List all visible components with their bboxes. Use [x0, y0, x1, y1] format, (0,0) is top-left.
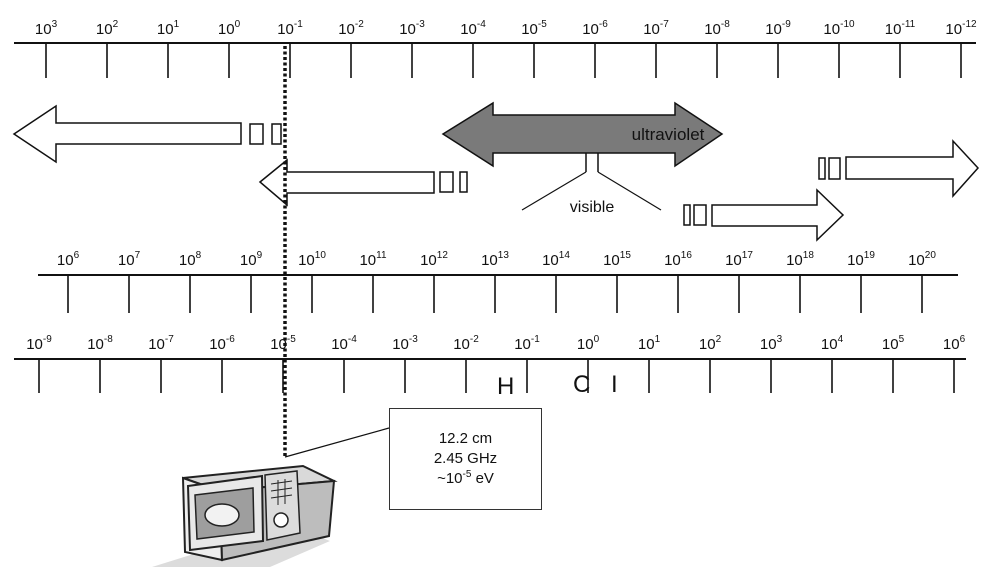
frequency-axis-tick-label: 1013	[481, 250, 509, 269]
frequency-axis-tick-label: 1015	[603, 250, 631, 269]
wavelength-axis-tick-label: 10-6	[582, 19, 608, 38]
wavelength-axis-tick-label: 102	[96, 19, 119, 38]
energy-axis-tick-label: 10-4	[331, 334, 357, 353]
callout-wavelength: 12.2 cm	[439, 429, 492, 449]
energy-axis-tick-label: 10-8	[87, 334, 113, 353]
wavelength-axis-tick-label: 10-8	[704, 19, 730, 38]
wavelength-axis-tick-label: 10-11	[885, 19, 916, 38]
frequency-axis-tick-label: 1017	[725, 250, 753, 269]
frequency-axis-tick-label: 108	[179, 250, 202, 269]
wavelength-axis-tick-label: 10-1	[277, 19, 303, 38]
ultraviolet-arrow: ultraviolet	[443, 103, 722, 166]
wavelength-axis-tick-label: 10-4	[460, 19, 486, 38]
bond-symbol-h: H	[497, 373, 514, 400]
frequency-axis: 106 107 108 109 1010 1011 1012 1013 1014 1015 1016…	[38, 250, 958, 313]
callout-energy-unit: eV	[471, 470, 494, 487]
energy-axis-tick-label: 103	[760, 334, 783, 353]
frequency-axis-tick-label: 1019	[847, 250, 875, 269]
callout-frequency: 2.45 GHz	[434, 449, 497, 469]
energy-axis: 10-9 10-8 10-7 10-6 10-5 10-4 10-3 10-2 10-1 100 1…	[14, 334, 966, 393]
wavelength-axis-tick-label: 101	[157, 19, 180, 38]
microwave-arrow	[260, 160, 467, 205]
energy-axis-tick-label: 10-2	[453, 334, 479, 353]
energy-axis-tick-label: 104	[821, 334, 844, 353]
energy-axis-tick-label: 10-5	[270, 334, 296, 353]
energy-axis-tick-label: 106	[943, 334, 966, 353]
frequency-axis-tick-label: 1012	[420, 250, 448, 269]
frequency-axis-tick-label: 1018	[786, 250, 814, 269]
bond-symbol-i: I	[611, 371, 618, 398]
visible-label: visible	[570, 199, 615, 216]
wavelength-axis-tick-label: 10-12	[945, 19, 977, 38]
wavelength-axis-tick-label: 10-2	[338, 19, 364, 38]
visible-marker: visible	[522, 153, 661, 216]
microwave-oven-icon	[152, 466, 334, 567]
wavelength-axis-tick-label: 10-9	[765, 19, 791, 38]
radio-arrow	[14, 106, 281, 162]
energy-axis-tick-label: 10-3	[392, 334, 418, 353]
callout-energy: ~10-5 eV	[437, 469, 494, 489]
energy-axis-tick-label: 105	[882, 334, 905, 353]
ultraviolet-label: ultraviolet	[632, 125, 705, 144]
wavelength-axis-tick-label: 100	[218, 19, 241, 38]
frequency-axis-tick-label: 1011	[359, 250, 387, 269]
wavelength-axis-tick-label: 10-10	[823, 19, 855, 38]
wavelength-axis-tick-label: 103	[35, 19, 58, 38]
frequency-axis-tick-label: 1010	[298, 250, 326, 269]
frequency-axis-tick-label: 106	[57, 250, 80, 269]
energy-axis-tick-label: 102	[699, 334, 722, 353]
xray-arrow	[684, 190, 843, 240]
callout-energy-prefix: ~10	[437, 470, 462, 487]
callout-leader-line	[285, 428, 389, 457]
frequency-axis-tick-label: 107	[118, 250, 141, 269]
energy-axis-tick-label: 10-9	[26, 334, 52, 353]
wavelength-axis: 103 102 101 100 10-1 10-2 10-3 10-4 10-5 10-6 10-7…	[14, 19, 977, 78]
wavelength-axis-tick-label: 10-7	[643, 19, 669, 38]
wavelength-axis-tick-label: 10-3	[399, 19, 425, 38]
energy-axis-tick-label: 10-7	[148, 334, 174, 353]
frequency-axis-tick-label: 1014	[542, 250, 570, 269]
energy-axis-tick-label: 10-1	[514, 334, 540, 353]
wavelength-axis-tick-label: 10-5	[521, 19, 547, 38]
frequency-axis-tick-label: 1020	[908, 250, 936, 269]
frequency-axis-tick-label: 1016	[664, 250, 692, 269]
gamma-arrow	[819, 141, 978, 196]
energy-axis-tick-label: 101	[638, 334, 661, 353]
bond-symbol-c: C	[573, 371, 590, 398]
energy-axis-tick-label: 10-6	[209, 334, 235, 353]
energy-axis-tick-label: 100	[577, 334, 600, 353]
frequency-axis-tick-label: 109	[240, 250, 263, 269]
microwave-callout-box: 12.2 cm 2.45 GHz ~10-5 eV	[389, 408, 542, 510]
